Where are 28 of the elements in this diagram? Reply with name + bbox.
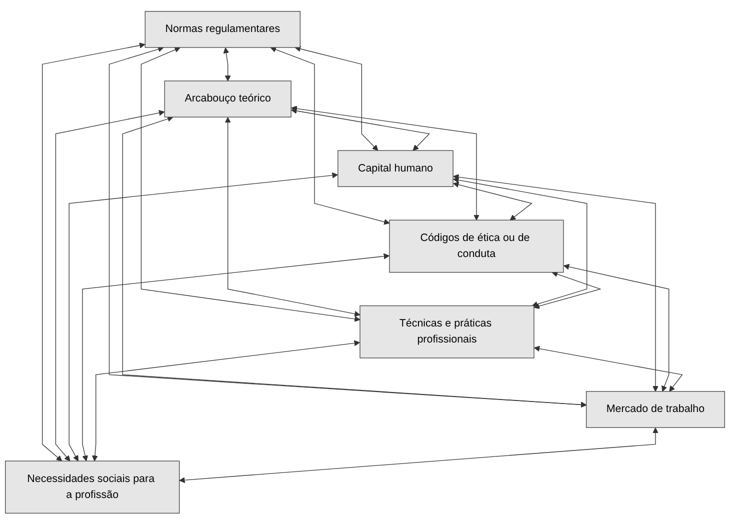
arrow xyxy=(270,46,390,224)
arrow xyxy=(68,172,338,461)
arrow xyxy=(82,253,390,461)
arrow xyxy=(42,42,146,461)
arrow xyxy=(140,46,360,322)
node-box: Necessidades sociais para a profissão xyxy=(5,460,180,514)
arrow xyxy=(291,108,430,151)
arrow xyxy=(453,176,588,307)
arrow xyxy=(223,47,231,81)
arrow xyxy=(453,174,658,392)
node-box: Capital humano xyxy=(338,150,454,187)
arrow xyxy=(108,46,587,408)
arrow xyxy=(92,340,360,461)
node-box: Técnicas e práticas profissionais xyxy=(360,305,534,358)
arrow xyxy=(224,116,360,316)
arrow xyxy=(291,105,480,220)
arrow xyxy=(563,264,670,392)
node-box: Códigos de ética ou de conduta xyxy=(389,220,564,272)
arrow xyxy=(453,182,532,220)
arrow xyxy=(55,110,165,461)
arrow xyxy=(294,46,378,151)
arrow xyxy=(534,346,683,392)
node-box: Mercado de trabalho xyxy=(586,390,725,428)
node-box: Normas regulamentares xyxy=(144,10,300,48)
arrow xyxy=(179,427,658,483)
node-box: Arcabouço teórico xyxy=(164,80,292,118)
arrow xyxy=(122,116,587,408)
arrow xyxy=(534,271,602,309)
